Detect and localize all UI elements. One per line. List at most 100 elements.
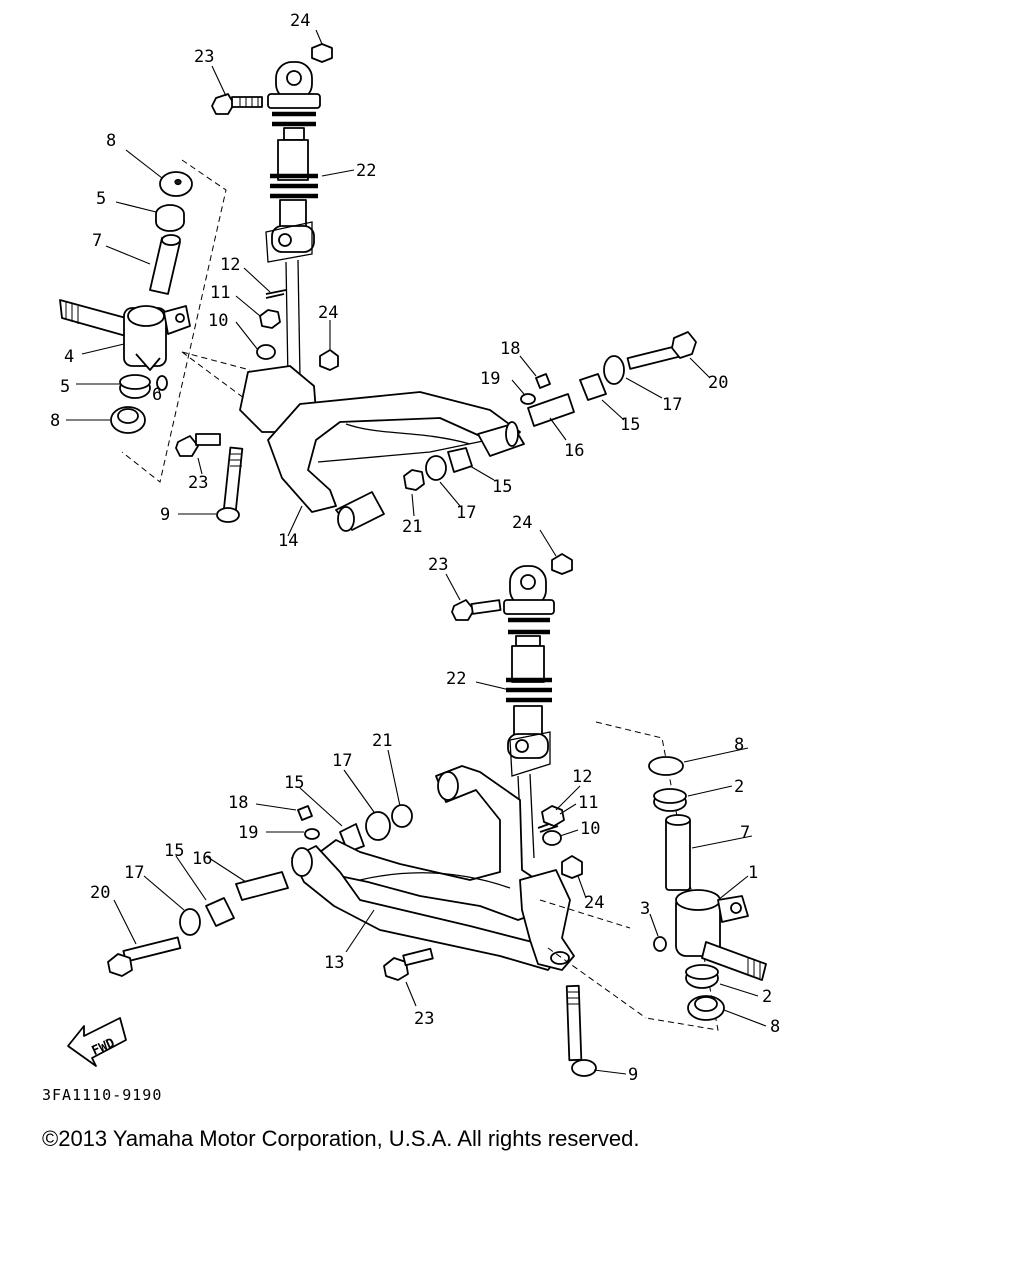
- lower-mount-bracket: [519, 869, 575, 971]
- lower-nipple-18: [297, 805, 313, 821]
- upper-bushing-5-top: [155, 204, 185, 232]
- upper-collar-16: [527, 393, 575, 427]
- upper-cotter-12: [265, 289, 287, 299]
- callout-upper-15-lower: 15: [492, 477, 512, 497]
- callout-lower-15-top: 15: [284, 773, 304, 793]
- upper-nipple-18: [535, 373, 551, 389]
- lower-nipple-3: [653, 936, 667, 952]
- callout-upper-22: 22: [356, 161, 376, 181]
- callout-lower-3: 3: [640, 899, 650, 919]
- lower-bushing-15-bot: [205, 897, 235, 927]
- callout-lower-17-top: 17: [332, 751, 352, 771]
- lower-bolt-9: [565, 984, 597, 1077]
- lower-assembly: FWD 24 23 22 21 17 15 18: [67, 513, 780, 1080]
- upper-bolt-23-bot: [175, 433, 221, 457]
- callout-lower-17-bot: 17: [124, 863, 144, 883]
- callout-lower-1: 1: [748, 863, 758, 883]
- callout-upper-6: 6: [152, 385, 162, 405]
- callout-upper-24-mid: 24: [318, 303, 338, 323]
- upper-washer-17-lower: [425, 455, 447, 481]
- lower-nut-24-bot: [561, 855, 583, 879]
- callout-upper-23-top: 23: [194, 47, 214, 67]
- upper-a-arm-14: [239, 365, 525, 532]
- upper-nut-24-top: [311, 43, 333, 63]
- callout-lower-15-bot: 15: [164, 841, 184, 861]
- lower-knuckle-1: [675, 889, 767, 981]
- callout-upper-20: 20: [708, 373, 728, 393]
- lower-nut-21: [391, 804, 413, 828]
- upper-washer-10: [256, 344, 276, 360]
- callout-upper-19: 19: [480, 369, 500, 389]
- callout-upper-9: 9: [160, 505, 170, 525]
- callout-upper-14: 14: [278, 531, 298, 551]
- upper-bolt-20: [626, 331, 697, 370]
- callout-upper-4: 4: [64, 347, 74, 367]
- callout-lower-12: 12: [572, 767, 592, 787]
- upper-washer-17-upper: [603, 355, 625, 385]
- callout-upper-12: 12: [220, 255, 240, 275]
- callout-upper-17-upper: 17: [662, 395, 682, 415]
- callout-upper-24-top: 24: [290, 11, 310, 31]
- lower-nut-11: [541, 805, 565, 827]
- callout-lower-22: 22: [446, 669, 466, 689]
- callout-upper-21: 21: [402, 517, 422, 537]
- callout-lower-23-bot: 23: [414, 1009, 434, 1029]
- lower-nut-24-top: [551, 553, 573, 575]
- callout-lower-8-bot: 8: [770, 1017, 780, 1037]
- callout-upper-17-lower: 17: [456, 503, 476, 523]
- callout-lower-21: 21: [372, 731, 392, 751]
- lower-bushing-2-top: [653, 788, 687, 812]
- lower-washer-19: [304, 828, 320, 840]
- callout-lower-2-top: 2: [734, 777, 744, 797]
- callout-upper-23-bot: 23: [188, 473, 208, 493]
- drawing-code: 3FA1110-9190: [42, 1086, 163, 1104]
- callout-lower-20: 20: [90, 883, 110, 903]
- callout-lower-2-bot: 2: [762, 987, 772, 1007]
- callout-lower-18: 18: [228, 793, 248, 813]
- upper-bolt-23-top: [211, 93, 263, 115]
- callout-upper-11: 11: [210, 283, 230, 303]
- upper-bushing-15-lower: [447, 447, 473, 473]
- lower-washer-8-top: [648, 756, 684, 776]
- upper-bolt-9: [216, 446, 244, 523]
- callout-lower-24-bot: 24: [584, 893, 604, 913]
- upper-assembly: 24 23 8 5 7 22 12 11 10 24 4 5 6 8 23 9 …: [50, 11, 728, 551]
- callout-upper-5-top: 5: [96, 189, 106, 209]
- upper-washer-19: [520, 393, 536, 405]
- fwd-arrow-icon: FWD: [67, 1017, 127, 1067]
- lower-bolt-23-top: [451, 599, 502, 621]
- callout-lower-23-top: 23: [428, 555, 448, 575]
- upper-nipple-6: [156, 375, 168, 391]
- lower-washer-17-bot: [179, 908, 201, 936]
- callout-upper-15-upper: 15: [620, 415, 640, 435]
- lower-bushing-2-bot: [685, 964, 719, 989]
- lower-collar-16: [235, 871, 289, 901]
- upper-bushing-15-upper: [579, 373, 607, 401]
- lower-shock-absorber: [503, 565, 555, 861]
- callout-upper-16: 16: [564, 441, 584, 461]
- upper-nut-24-mid: [319, 349, 339, 371]
- callout-lower-7: 7: [740, 823, 750, 843]
- lower-a-arm-13: [291, 765, 557, 971]
- lower-washer-17-top: [365, 811, 391, 841]
- parts-diagram: 24 23 8 5 7 22 12 11 10 24 4 5 6 8 23 9 …: [50, 11, 780, 1080]
- callout-lower-10: 10: [580, 819, 600, 839]
- callout-lower-11: 11: [578, 793, 598, 813]
- callout-upper-18: 18: [500, 339, 520, 359]
- upper-nut-21: [403, 469, 425, 491]
- upper-bushing-5-bot: [119, 374, 151, 399]
- callout-lower-9: 9: [628, 1065, 638, 1080]
- lower-seal-8-bot: [687, 995, 725, 1021]
- lower-washer-10: [542, 830, 562, 846]
- callout-upper-8-bot: 8: [50, 411, 60, 431]
- lower-bolt-23-bot: [383, 947, 434, 981]
- callout-upper-10: 10: [208, 311, 228, 331]
- copyright-notice: ©2013 Yamaha Motor Corporation, U.S.A. A…: [42, 1126, 640, 1151]
- callout-upper-7: 7: [92, 231, 102, 251]
- callout-upper-5-bot: 5: [60, 377, 70, 397]
- lower-collar-7: [665, 814, 691, 891]
- callout-lower-13: 13: [324, 953, 344, 973]
- upper-collar-7: [149, 234, 181, 295]
- callout-lower-24-top: 24: [512, 513, 532, 533]
- upper-nut-11: [259, 309, 281, 329]
